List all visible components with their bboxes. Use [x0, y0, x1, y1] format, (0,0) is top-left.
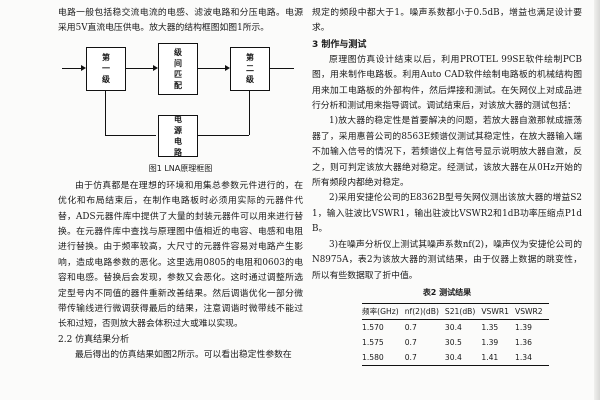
diagram-box-power-circuit-label: 电源电路: [174, 114, 182, 157]
table-cell: 1.39: [515, 322, 532, 332]
diagram-link-1-2: [126, 67, 154, 69]
intro-paragraph: 电路一般包括稳交流电流的电感、滤波电路和分压电路。电源采用5V直流电压供电。放大…: [58, 8, 303, 34]
table-row: 1.570 0.7 30.4 1.35 1.39: [362, 319, 549, 335]
block-diagram: 第一级 级间匹配 第二级 电源电路: [58, 39, 303, 161]
diagram-arrow-2-3: [225, 65, 230, 72]
table-cell: 30.4: [444, 322, 462, 332]
diagram-link-2-3: [198, 67, 226, 69]
diagram-box-second-stage-label: 第二级: [246, 53, 254, 85]
diagram-box-power-circuit: 电源电路: [158, 114, 198, 157]
diagram-box-interstage-match-label: 级间匹配: [174, 47, 182, 90]
results-table: 频率(GHz) nf(2)(dB) S21(dB) VSWR1 VSWR2 1.…: [362, 302, 549, 366]
table-cell: 0.7: [404, 322, 417, 332]
diagram-power-feed-right-vertical: [249, 90, 251, 135]
table-cell: 1.39: [481, 337, 499, 347]
diagram-box-first-stage-label: 第一级: [102, 53, 110, 85]
test-item-3: 3)在噪声分析仪上测试其噪声系数nf(2)，噪声仪为安捷伦公司的N8975A，表…: [312, 239, 582, 281]
right-paragraph-0: 规定的频段中都大于1。噪声系数都小于0.5dB，增益也满足设计要求。: [312, 8, 582, 34]
right-column: 规定的频段中都大于1。噪声系数都小于0.5dB，增益也满足设计要求。 3 制作与…: [312, 6, 582, 366]
table-cell: 1.575: [362, 337, 384, 347]
table-header-row: 频率(GHz) nf(2)(dB) S21(dB) VSWR1 VSWR2: [362, 302, 549, 320]
table-header-cell: nf(2)(dB): [404, 302, 445, 320]
figure-caption: 图1 LNA原理框图: [148, 163, 213, 173]
table-header-cell: VSWR1: [481, 302, 515, 320]
table-title: 表2 测试结果: [422, 287, 472, 297]
table-cell: 1.36: [515, 337, 532, 347]
diagram-box-second-stage: 第二级: [230, 46, 270, 91]
test-item-1: 1)放大器的稳定性是首要解决的问题，若放大器自激那就成振荡器了，采用惠普公司的8…: [312, 116, 582, 189]
diagram-power-feed-right-horizontal: [198, 134, 249, 136]
table-cell: 0.7: [404, 349, 445, 366]
diagram-box-interstage-match: 级间匹配: [158, 42, 198, 95]
table-cell: 1.580: [362, 349, 405, 366]
table-header-cell: S21(dB): [444, 302, 482, 320]
page-edge-shadow: [594, 0, 600, 400]
diagram-arrow-1-2: [153, 65, 158, 72]
table-cell: 1.34: [515, 349, 549, 366]
diagram-input-arrow: [81, 65, 86, 72]
table-header-cell: VSWR2: [515, 302, 549, 320]
section-heading-3: 3 制作与测试: [312, 39, 367, 50]
table-cell: 30.5: [444, 337, 462, 347]
diagram-input-line: [62, 67, 82, 69]
test-item-2: 2)采用安捷伦公司的E8362B型号矢网仪测出该放大器的增益S21，输入驻波比V…: [312, 193, 582, 235]
body-paragraph-1: 由于仿真都是在理想的环境和用集总参数元件进行的，在优化和布局结束后，在制作电路板…: [58, 180, 303, 330]
section-heading-2-2: 2.2 仿真结果分析: [58, 334, 130, 345]
body-paragraph-2: 最后得出的仿真结果如图2所示。可以看出稳定性参数在: [75, 349, 292, 360]
table-cell: 30.4: [444, 349, 482, 366]
diagram-power-feed-left-horizontal: [105, 134, 156, 136]
table-row: 1.580 0.7 30.4 1.41 1.34: [362, 349, 549, 366]
diagram-power-feed-left-vertical: [105, 90, 107, 135]
table-header-cell: 频率(GHz): [362, 302, 405, 320]
table-cell: 0.7: [404, 337, 417, 347]
diagram-output-line: [270, 67, 294, 69]
table-cell: 1.35: [481, 322, 499, 332]
table-row: 1.575 0.7 30.5 1.39 1.36: [362, 335, 549, 350]
table-cell: 1.570: [362, 322, 384, 332]
left-column: 电路一般包括稳交流电流的电感、滤波电路和分压电路。电源采用5V直流电压供电。放大…: [58, 6, 303, 363]
table-cell: 1.41: [481, 349, 515, 366]
diagram-box-first-stage: 第一级: [86, 46, 126, 91]
right-paragraph-1: 原理图仿真设计结束以后，利用PROTEL 99SE软件绘制PCB图，用来制作电路…: [312, 54, 582, 112]
